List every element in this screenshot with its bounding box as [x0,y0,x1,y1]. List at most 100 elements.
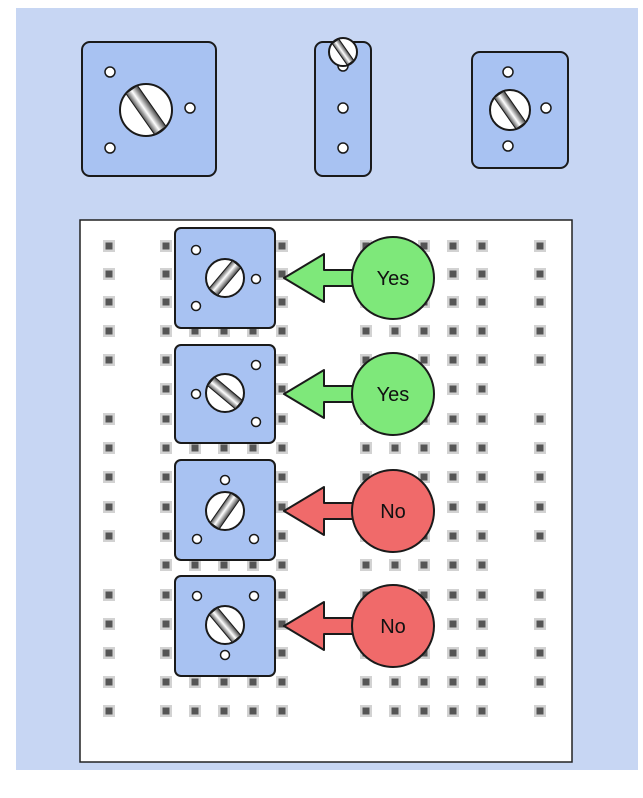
breadboard-hole-center [449,298,457,306]
breadboard-hole-center [449,385,457,393]
breadboard-hole-center [249,678,257,686]
breadboard-hole-center [162,473,170,481]
breadboard-hole-center [536,473,544,481]
breadboard-hole-center [536,327,544,335]
breadboard-hole-center [162,385,170,393]
placement-2-badge [351,352,435,436]
breadboard-hole-center [105,298,113,306]
placement-4-badge [351,584,435,668]
breadboard-hole-center [478,561,486,569]
breadboard-hole-center [420,561,428,569]
breadboard-hole-center [278,385,286,393]
breadboard-hole-center [162,532,170,540]
breadboard [79,219,573,763]
breadboard-hole-center [420,327,428,335]
breadboard-hole-center [449,561,457,569]
breadboard-hole-center [220,444,228,452]
breadboard-hole-center [478,415,486,423]
breadboard-hole-center [420,707,428,715]
breadboard-hole-center [449,356,457,364]
breadboard-hole-center [362,444,370,452]
breadboard-hole-center [220,561,228,569]
breadboard-hole-center [278,298,286,306]
breadboard-hole-center [278,242,286,250]
breadboard-hole-center [191,678,199,686]
breadboard-hole-center [278,620,286,628]
breadboard-hole-center [449,270,457,278]
breadboard-hole-center [105,415,113,423]
breadboard-hole-center [449,444,457,452]
breadboard-hole-center [105,532,113,540]
breadboard-hole-center [162,707,170,715]
breadboard-hole-center [362,678,370,686]
placement-2-label: Yes [377,384,410,406]
breadboard-hole-center [105,473,113,481]
breadboard-hole-center [536,532,544,540]
breadboard-hole-center [420,444,428,452]
breadboard-hole-center [536,444,544,452]
breadboard-hole-center [420,473,428,481]
breadboard-hole-center [478,444,486,452]
breadboard-hole-center [478,678,486,686]
breadboard-hole-center [362,356,370,364]
breadboard-hole-center [278,473,286,481]
breadboard-hole-center [536,591,544,599]
breadboard-hole-center [162,327,170,335]
breadboard-hole-center [536,270,544,278]
breadboard-hole-center [362,707,370,715]
breadboard-hole-center [162,444,170,452]
breadboard-hole-center [478,532,486,540]
breadboard-hole-center [536,298,544,306]
breadboard-hole-center [162,356,170,364]
breadboard-hole-center [449,327,457,335]
breadboard-hole-center [105,327,113,335]
breadboard-hole-center [449,620,457,628]
breadboard-hole-center [536,620,544,628]
breadboard-hole-center [391,707,399,715]
breadboard-hole-center [278,270,286,278]
square-potentiometer [81,41,217,177]
breadboard-hole-center [278,678,286,686]
breadboard-hole-center [478,649,486,657]
breadboard-hole-center [536,649,544,657]
breadboard-hole-center [278,707,286,715]
small-potentiometer [471,51,569,169]
breadboard-hole-center [478,385,486,393]
breadboard-hole-center [449,707,457,715]
placement-3-badge [351,469,435,553]
breadboard-hole-center [220,707,228,715]
breadboard-hole-center [362,561,370,569]
breadboard-hole-center [249,707,257,715]
breadboard-hole-center [478,356,486,364]
breadboard-hole-center [391,561,399,569]
breadboard-hole-center [478,242,486,250]
breadboard-hole-center [278,561,286,569]
breadboard-hole-center [105,444,113,452]
breadboard-hole-center [162,503,170,511]
breadboard-hole-center [536,242,544,250]
placement-1: Yes [174,227,435,329]
breadboard-hole-center [191,327,199,335]
breadboard-hole-center [391,327,399,335]
breadboard-hole-center [536,707,544,715]
breadboard-hole-center [478,270,486,278]
placement-1-potentiometer [174,227,276,329]
breadboard-hole-center [420,678,428,686]
breadboard-hole-center [391,444,399,452]
breadboard-hole-center [536,678,544,686]
breadboard-hole-center [536,503,544,511]
breadboard-hole-center [162,415,170,423]
breadboard-hole-center [449,242,457,250]
breadboard-hole-center [478,591,486,599]
breadboard-hole-center [449,473,457,481]
breadboard-hole-center [162,242,170,250]
breadboard-hole-center [278,591,286,599]
breadboard-hole-center [162,561,170,569]
breadboard-hole-center [449,503,457,511]
breadboard-hole-center [162,298,170,306]
breadboard-hole-center [249,561,257,569]
strip-potentiometer [314,37,372,177]
breadboard-hole-center [478,473,486,481]
placement-3-potentiometer [174,459,276,561]
